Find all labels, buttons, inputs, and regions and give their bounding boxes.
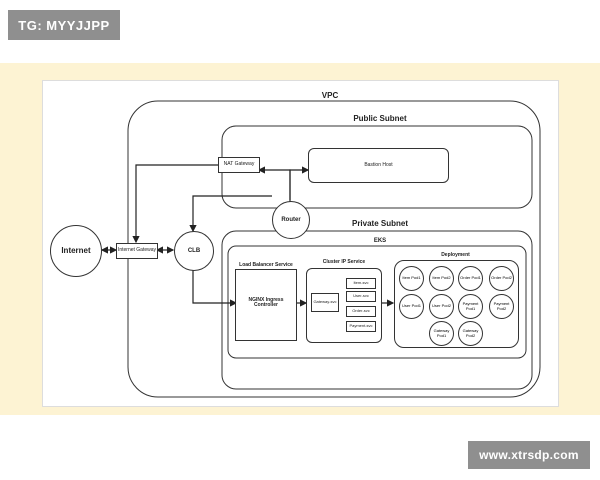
item-svc-label: Item-svc: [353, 280, 369, 286]
bastion-host-box: Bastion Host: [308, 148, 449, 183]
payment-svc-box: Payment-svc: [346, 321, 376, 332]
order-svc-box: Order-svc: [346, 306, 376, 317]
internet-gateway-box: Internet Gateway: [116, 243, 158, 259]
router-node: Router: [272, 201, 310, 239]
nat-gateway-label: NAT Gateway: [223, 161, 255, 168]
pod-order-2: Order Pod2: [489, 266, 514, 291]
router-label: Router: [281, 216, 301, 223]
item-svc-box: Item-svc: [346, 278, 376, 289]
internet-label: Internet: [61, 245, 91, 255]
eks-boundary: [227, 245, 527, 359]
private-subnet-boundary: [221, 230, 533, 390]
vpc-label: VPC: [321, 90, 339, 100]
clb-label: CLB: [187, 247, 201, 254]
cluster-ip-service-label: Cluster IP Service: [322, 259, 366, 266]
load-balancer-service-label: Load Balancer Service: [239, 262, 293, 269]
user-svc-label: User-svc: [353, 293, 369, 299]
internet-node: Internet: [50, 225, 102, 277]
user-svc-box: User-svc: [346, 291, 376, 302]
gateway-svc-label: Gateway-svc: [313, 299, 337, 305]
internet-gateway-label: Internet Gateway: [117, 247, 157, 254]
deployment-box: Item Pod1 Item Pod2 Order Pod1 Order Pod…: [394, 260, 519, 348]
pod-order-1: Order Pod1: [458, 266, 483, 291]
private-subnet-label: Private Subnet: [351, 218, 408, 228]
payment-svc-label: Payment-svc: [349, 323, 373, 329]
pod-user-2: User Pod2: [429, 294, 454, 319]
load-balancer-service-box: Load Balancer Service NGINX Ingress Cont…: [235, 263, 297, 341]
gateway-svc-box: Gateway-svc: [311, 293, 339, 312]
pod-item-2: Item Pod2: [429, 266, 454, 291]
pod-user-1: User Pod1: [399, 294, 424, 319]
pod-item-1: Item Pod1: [399, 266, 424, 291]
pod-payment-1: Payment Pod1: [458, 294, 483, 319]
watermark-top: TG: MYYJJPP: [8, 10, 120, 40]
public-subnet-label: Public Subnet: [353, 113, 407, 123]
order-svc-label: Order-svc: [352, 308, 370, 314]
pod-gateway-1: Gateway Pod1: [429, 321, 454, 346]
deployment-label: Deployment: [441, 252, 470, 259]
cluster-ip-service-box: Gateway-svc Item-svc User-svc Order-svc …: [306, 268, 382, 343]
eks-label: EKS: [373, 237, 387, 244]
pod-payment-2: Payment Pod2: [489, 294, 514, 319]
clb-node: CLB: [174, 231, 214, 271]
nat-gateway-box: NAT Gateway: [218, 157, 260, 173]
watermark-bottom: www.xtrsdp.com: [468, 441, 590, 469]
pod-gateway-2: Gateway Pod2: [458, 321, 483, 346]
bastion-host-label: Bastion Host: [364, 161, 393, 168]
nginx-ingress-label: NGINX Ingress Controller: [248, 296, 284, 308]
